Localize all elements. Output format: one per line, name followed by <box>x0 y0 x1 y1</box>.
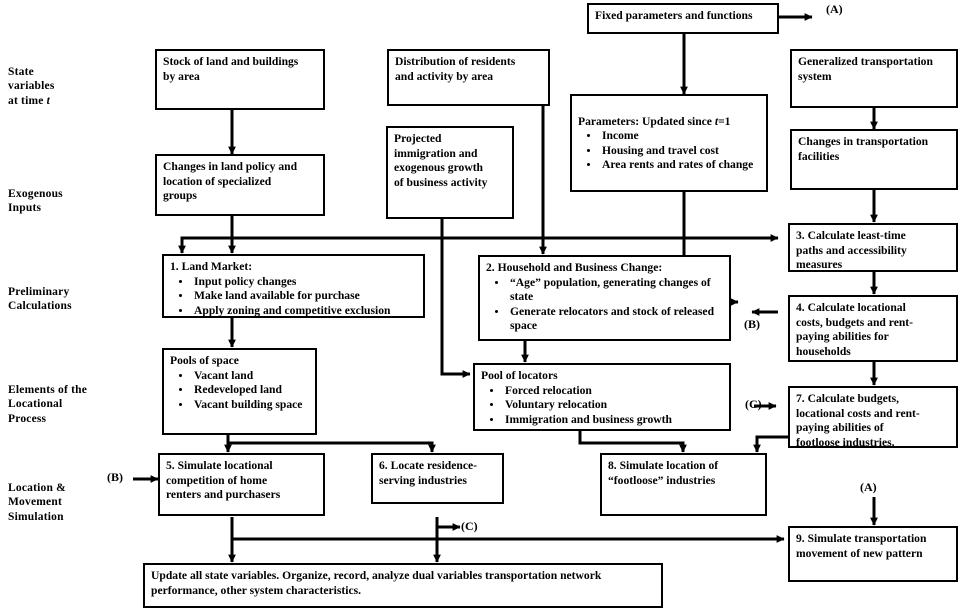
box-step-2-household-business-change[interactable]: 2. Household and Business Change: “Age” … <box>478 255 731 341</box>
box-step-5-simulate-locational-competition[interactable]: 5. Simulate locational competition of ho… <box>158 453 325 516</box>
box-title: 7. Calculate budgets, locational costs a… <box>796 392 920 448</box>
row-label-state-variables: State variables at time t <box>8 50 55 108</box>
bullet-item: Make land available for purchase <box>192 289 418 304</box>
box-title: Pools of space <box>170 354 239 367</box>
box-title: Pool of locators <box>481 369 558 382</box>
box-bullet-list: Forced relocation Voluntary relocation I… <box>481 384 724 428</box>
connector-tag-text: (A) <box>826 2 843 16</box>
wire-poollocators-to-step8 <box>578 431 687 453</box>
box-title-text: Parameters: Updated since t=1 <box>578 114 731 128</box>
connector-tag-text: (A) <box>860 480 877 494</box>
box-title: 5. Simulate locational competition of ho… <box>166 459 281 502</box>
bullet-item: Generate relocators and stock of release… <box>508 305 724 334</box>
connector-tag-b-right: (B) <box>744 318 760 331</box>
box-bullet-list: “Age” population, generating changes of … <box>486 276 724 334</box>
box-title: 9. Simulate transportation movement of n… <box>796 532 927 560</box>
box-title: Stock of land and buildings by area <box>163 55 299 83</box>
box-fixed-parameters[interactable]: Fixed parameters and functions <box>587 3 779 34</box>
box-title: 2. Household and Business Change: <box>486 261 663 274</box>
bullet-item: Immigration and business growth <box>503 413 724 428</box>
connector-tag-a-bottom: (A) <box>860 481 877 494</box>
bullet-item: Apply zoning and competitive exclusion <box>192 304 418 316</box>
box-step-6-locate-residence-serving[interactable]: 6. Locate residence- serving industries <box>371 453 504 504</box>
wire-pools-to-step6 <box>226 435 436 453</box>
box-step-9-simulate-transportation[interactable]: 9. Simulate transportation movement of n… <box>788 526 958 582</box>
box-title: Changes in land policy and location of s… <box>163 160 298 203</box>
box-title: Generalized transportation system <box>798 55 933 83</box>
box-step-4-locational-costs[interactable]: 4. Calculate locational costs, budgets a… <box>788 295 958 362</box>
connector-tag-c-right: (C) <box>745 398 762 411</box>
box-bullet-list: Input policy changes Make land available… <box>170 275 418 316</box>
box-title: Projected immigration and exogenous grow… <box>394 132 488 189</box>
connector-tag-b-left: (B) <box>107 471 123 484</box>
row-label-preliminary-calculations: Preliminary Calculations <box>8 270 72 314</box>
box-pool-of-locators[interactable]: Pool of locators Forced relocation Volun… <box>473 363 731 431</box>
box-title: 4. Calculate locational costs, budgets a… <box>796 301 914 358</box>
connector-tag-text: (B) <box>107 470 123 484</box>
box-generalized-transportation-system[interactable]: Generalized transportation system <box>790 49 958 108</box>
box-title: Changes in transportation facilities <box>798 135 929 163</box>
bullet-item: Redeveloped land <box>192 383 310 398</box>
bullet-item: Vacant building space <box>192 398 310 413</box>
box-update-all-state-variables[interactable]: Update all state variables. Organize, re… <box>143 563 663 608</box>
bullet-item: “Age” population, generating changes of … <box>508 276 724 305</box>
box-distribution-of-residents[interactable]: Distribution of residents and activity b… <box>387 49 550 106</box>
row-label-elements-locational-process: Elements of the Locational Process <box>8 368 87 426</box>
row-label-text: Exogenous Inputs <box>8 187 63 215</box>
box-parameters-updated[interactable]: Parameters: Updated since t=1 Income Hou… <box>570 94 768 192</box>
box-bullet-list: Vacant land Redeveloped land Vacant buil… <box>170 369 310 413</box>
bullet-item: Forced relocation <box>503 384 724 399</box>
box-title: 8. Simulate location of “footloose” indu… <box>608 459 719 487</box>
box-title: 3. Calculate least-time paths and access… <box>796 229 907 272</box>
box-step-1-land-market[interactable]: 1. Land Market: Input policy changes Mak… <box>162 254 425 318</box>
row-label-text: Preliminary Calculations <box>8 285 72 313</box>
box-bullet-list: Income Housing and travel cost Area rent… <box>578 129 761 173</box>
bullet-item: Input policy changes <box>192 275 418 290</box>
bullet-item: Vacant land <box>192 369 310 384</box>
box-title: 1. Land Market: <box>170 260 253 273</box>
bullet-item: Voluntary relocation <box>503 398 724 413</box>
connector-tag-text: (B) <box>744 317 760 331</box>
bullet-item: Area rents and rates of change <box>600 158 761 173</box>
box-pools-of-space[interactable]: Pools of space Vacant land Redeveloped l… <box>162 348 317 435</box>
connector-tag-text: (C) <box>461 519 478 533</box>
box-changes-in-transportation-facilities[interactable]: Changes in transportation facilities <box>790 129 958 190</box>
box-step-3-least-time-paths[interactable]: 3. Calculate least-time paths and access… <box>788 223 958 272</box>
bullet-item: Housing and travel cost <box>600 144 761 159</box>
box-stock-of-land[interactable]: Stock of land and buildings by area <box>155 49 325 110</box>
row-label-location-movement-simulation: Location & Movement Simulation <box>8 466 66 524</box>
bullet-item: Income <box>600 129 761 144</box>
row-label-text: Location & Movement Simulation <box>8 481 66 523</box>
box-title: Parameters: Updated since t=1 <box>578 100 761 129</box>
row-label-text: State variables at time t <box>8 65 55 107</box>
connector-tag-c-mid: (C) <box>461 520 478 533</box>
box-title: 6. Locate residence- serving industries <box>379 459 477 487</box>
wire-immigration-to-poollocators <box>440 219 471 378</box>
box-title: Distribution of residents and activity b… <box>395 55 516 83</box>
row-label-exogenous-inputs: Exogenous Inputs <box>8 172 63 216</box>
box-title: Update all state variables. Organize, re… <box>151 569 602 597</box>
box-changes-in-land-policy[interactable]: Changes in land policy and location of s… <box>155 154 325 216</box>
row-label-text: Elements of the Locational Process <box>8 383 88 425</box>
box-projected-immigration[interactable]: Projected immigration and exogenous grow… <box>386 126 514 219</box>
connector-tag-text: (C) <box>745 397 762 411</box>
wire-step7-to-step8 <box>753 435 790 453</box>
box-title: Fixed parameters and functions <box>595 9 753 22</box>
box-step-7-budgets-footloose[interactable]: 7. Calculate budgets, locational costs a… <box>788 386 958 448</box>
box-step-8-simulate-footloose[interactable]: 8. Simulate location of “footloose” indu… <box>600 453 767 516</box>
connector-tag-a-top: (A) <box>826 3 843 16</box>
